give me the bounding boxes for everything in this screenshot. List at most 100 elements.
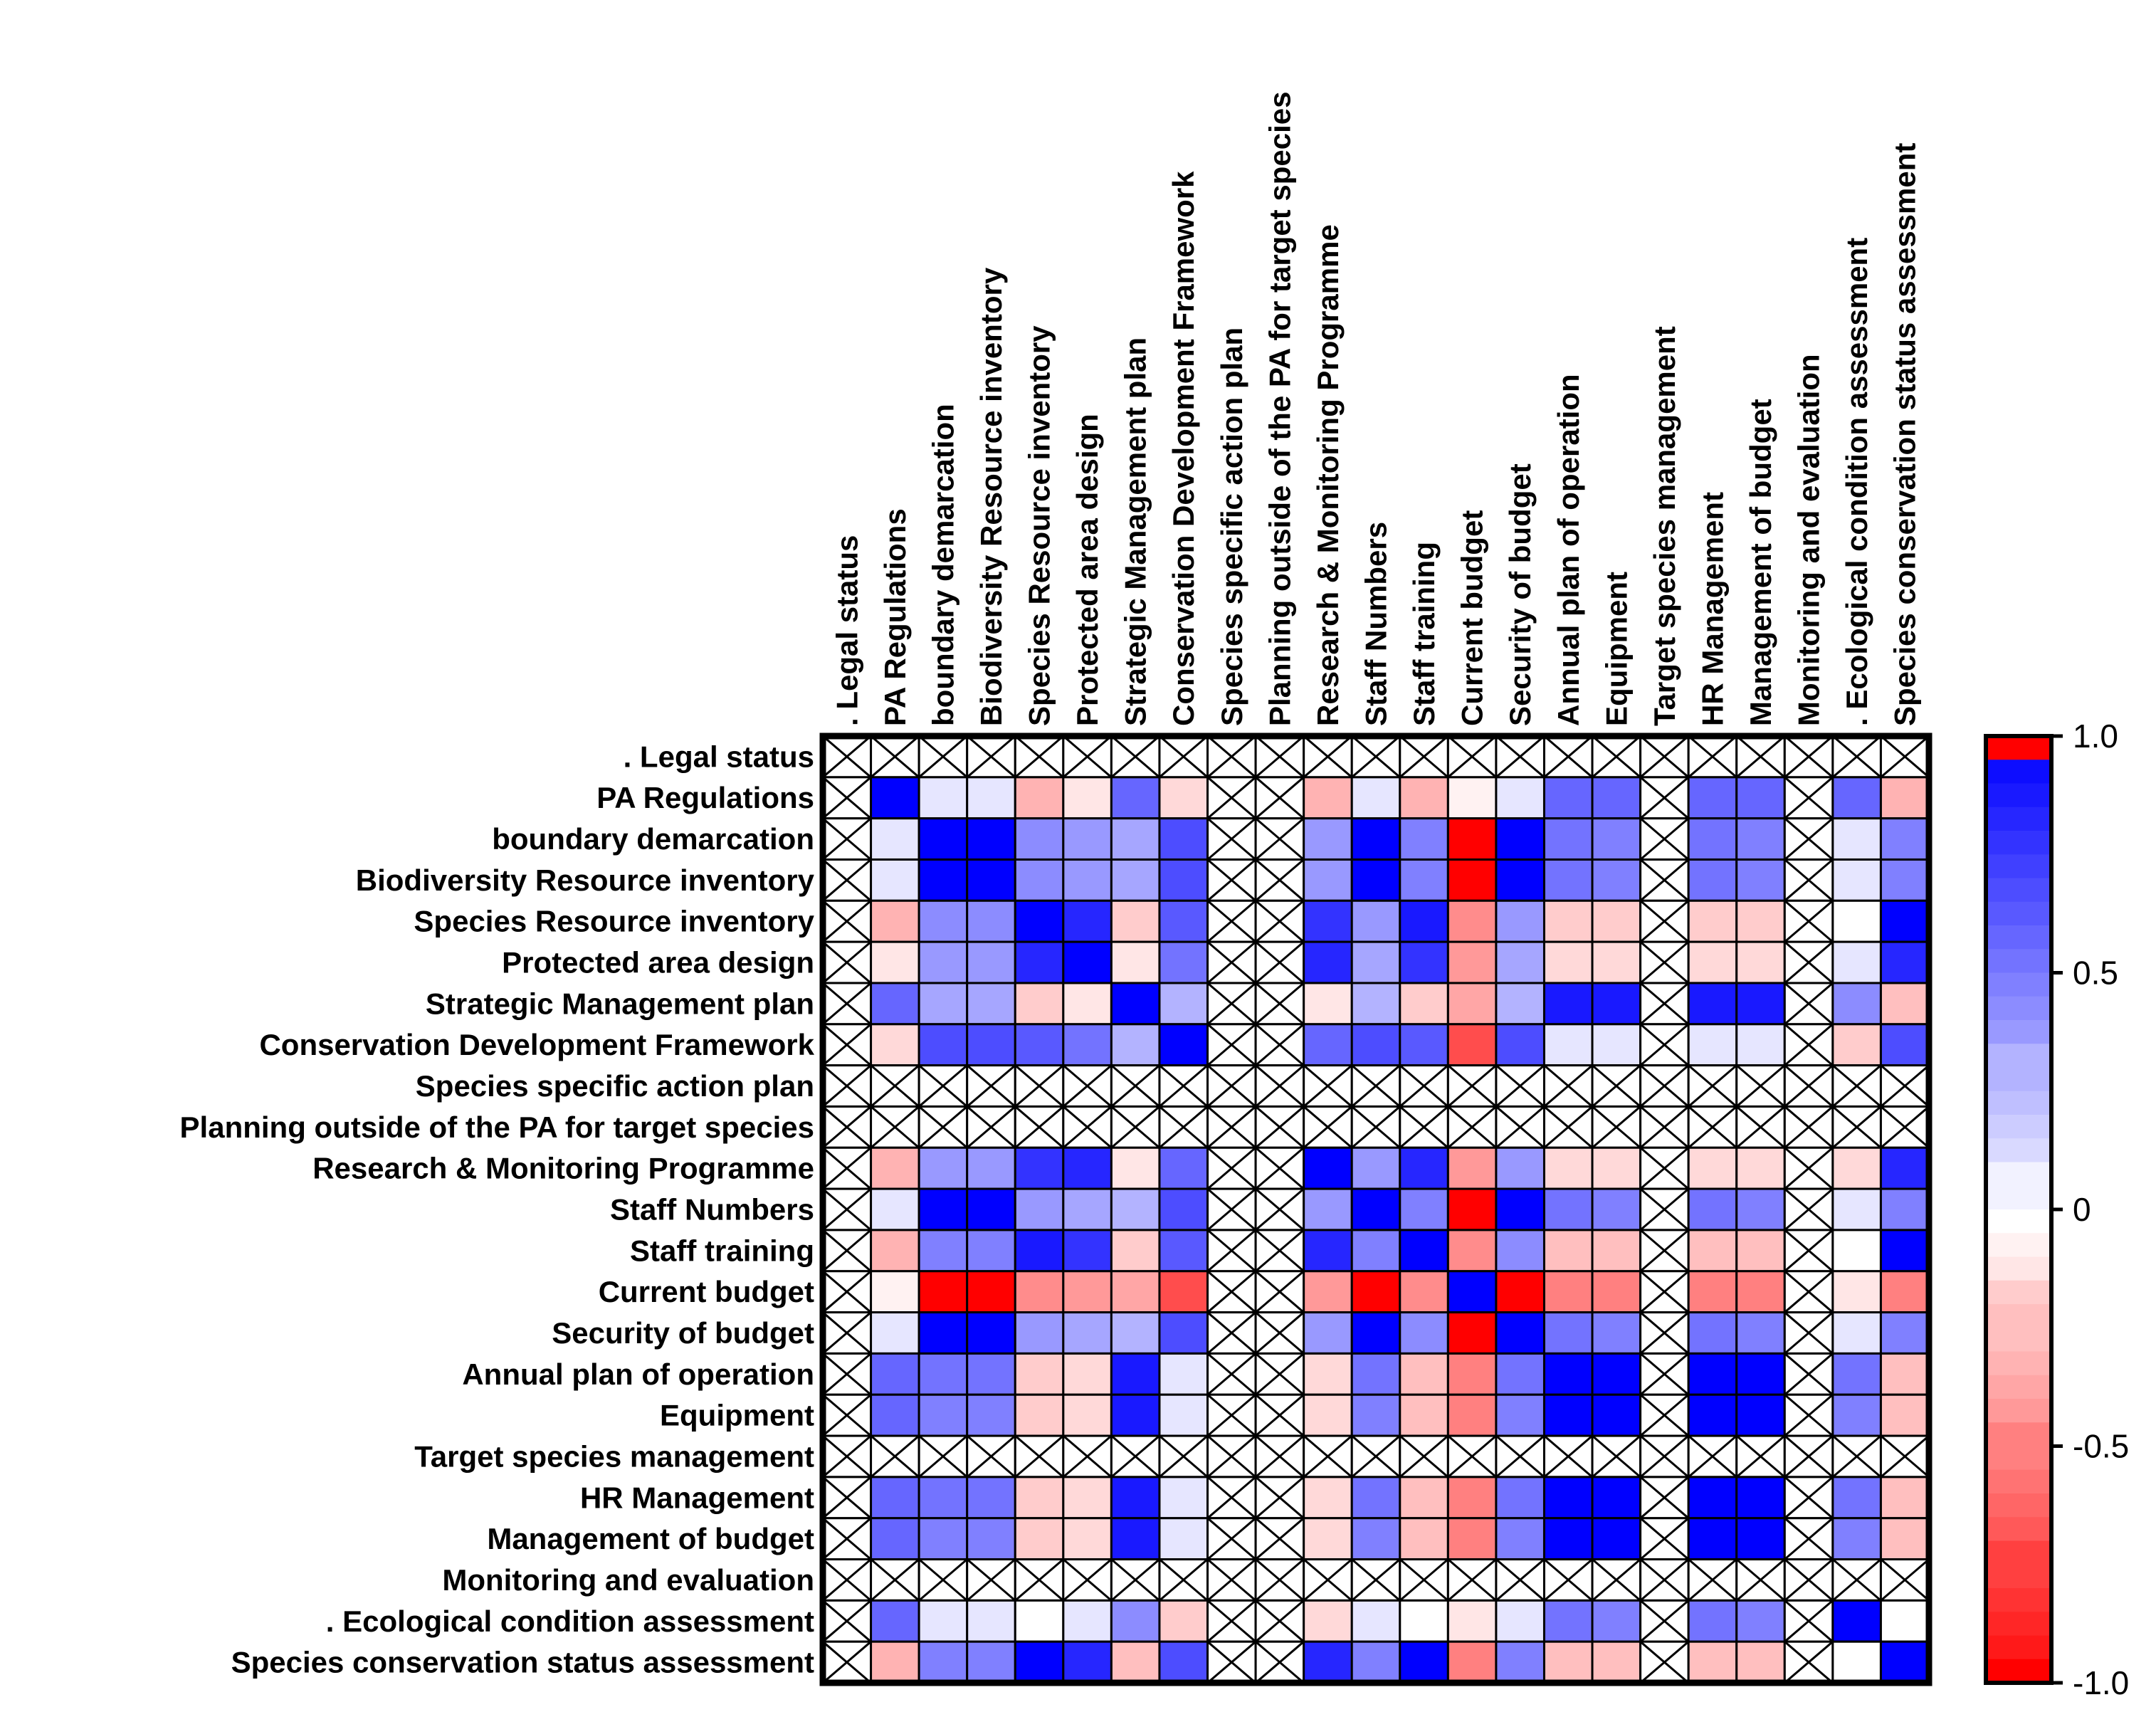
missing-cross — [1831, 1558, 1882, 1602]
heatmap-cell — [1014, 1393, 1065, 1437]
column-label: Security of budget — [1503, 463, 1537, 726]
missing-cross — [822, 776, 872, 819]
heatmap-cell — [1735, 1146, 1786, 1190]
heatmap-cell — [1158, 899, 1209, 943]
heatmap-cell — [1062, 1146, 1113, 1190]
colorbar-swatch — [1986, 1044, 2051, 1068]
heatmap-cell — [917, 858, 969, 902]
missing-cross — [1255, 1353, 1305, 1396]
heatmap-cell — [1350, 940, 1402, 984]
heatmap-cell — [1158, 1599, 1209, 1643]
heatmap-cell — [1687, 1146, 1738, 1190]
heatmap-cell — [1879, 1434, 1930, 1479]
heatmap-cell — [1446, 858, 1498, 902]
heatmap-cell — [821, 1517, 873, 1561]
heatmap-cell — [1014, 1064, 1065, 1108]
column-label: Equipment — [1599, 572, 1633, 726]
heatmap-cell — [1735, 776, 1786, 820]
missing-cross — [822, 1517, 872, 1560]
heatmap-cell — [1399, 899, 1449, 943]
heatmap-cell — [1014, 1434, 1065, 1479]
heatmap-cell — [1399, 776, 1449, 820]
missing-cross — [1255, 1106, 1305, 1149]
heatmap-cell — [1879, 735, 1930, 779]
heatmap-cell — [1783, 1476, 1834, 1520]
heatmap-cell — [1206, 1476, 1257, 1520]
column-label: Planning outside of the PA for target sp… — [1263, 92, 1296, 726]
column-label: Protected area design — [1071, 414, 1104, 726]
heatmap-cell — [821, 817, 873, 861]
missing-cross — [1639, 900, 1690, 943]
heatmap-cell — [1879, 1599, 1930, 1643]
heatmap-cell — [1350, 1270, 1402, 1314]
heatmap-cell — [1303, 817, 1353, 861]
missing-cross — [1784, 1229, 1834, 1272]
missing-cross — [1784, 858, 1834, 902]
heatmap-cell — [1831, 735, 1882, 779]
heatmap-cell — [870, 776, 920, 820]
heatmap-cell — [870, 1393, 920, 1437]
missing-cross — [1303, 735, 1353, 778]
heatmap-cell — [821, 776, 873, 820]
missing-cross — [1062, 1434, 1113, 1479]
missing-cross — [966, 1106, 1016, 1149]
heatmap-cell — [1446, 1517, 1498, 1561]
missing-cross — [1255, 1270, 1305, 1313]
heatmap-cell — [1542, 735, 1594, 779]
missing-cross — [822, 1106, 872, 1149]
heatmap-cell — [1831, 1640, 1882, 1684]
heatmap-cell — [1446, 1393, 1498, 1437]
missing-cross — [870, 1064, 920, 1108]
missing-cross — [918, 1106, 968, 1149]
heatmap-cell — [1158, 1558, 1209, 1602]
colorbar-swatch — [1986, 736, 2051, 760]
heatmap-cell — [917, 1476, 969, 1520]
heatmap-cell — [1303, 1187, 1353, 1232]
heatmap-cell — [1110, 735, 1161, 779]
heatmap-cell — [966, 1517, 1016, 1561]
heatmap-cell — [1831, 1434, 1882, 1479]
heatmap-cell — [966, 735, 1016, 779]
missing-cross — [1495, 1558, 1545, 1602]
heatmap-cell — [1062, 735, 1113, 779]
missing-cross — [822, 1147, 872, 1190]
heatmap-cell — [1158, 1146, 1209, 1190]
colorbar-swatch — [1986, 783, 2051, 808]
heatmap-cell — [1879, 982, 1930, 1026]
missing-cross — [870, 735, 920, 778]
heatmap-cell — [821, 1146, 873, 1190]
heatmap-cell — [1831, 940, 1882, 984]
missing-cross — [1784, 900, 1834, 943]
colorbar-swatch — [1986, 1304, 2051, 1328]
missing-cross — [822, 1476, 872, 1519]
heatmap-cell — [1350, 1352, 1402, 1396]
heatmap-cell — [1591, 1476, 1642, 1520]
colorbar-swatch — [1986, 901, 2051, 926]
missing-cross — [1784, 776, 1834, 819]
heatmap-cell — [1399, 1352, 1449, 1396]
heatmap-cell — [1158, 1064, 1209, 1108]
heatmap-cell — [1014, 776, 1065, 820]
heatmap-cell — [1735, 1352, 1786, 1396]
heatmap-cell — [1446, 899, 1498, 943]
heatmap-cell — [1591, 1146, 1642, 1190]
heatmap-cell — [1446, 1064, 1498, 1108]
heatmap-cell — [1399, 1640, 1449, 1684]
heatmap-cell — [821, 1599, 873, 1643]
heatmap-cell — [1254, 817, 1305, 861]
heatmap-cell — [870, 1311, 920, 1355]
colorbar-swatch — [1986, 760, 2051, 784]
missing-cross — [1639, 817, 1690, 861]
row-label: Annual plan of operation — [462, 1357, 814, 1391]
missing-cross — [822, 940, 872, 984]
column-label: Species specific action plan — [1215, 327, 1248, 726]
missing-cross — [1639, 1558, 1690, 1602]
missing-cross — [1688, 1434, 1737, 1479]
missing-cross — [1831, 1434, 1882, 1479]
heatmap-cell — [821, 982, 873, 1026]
heatmap-cell — [870, 1599, 920, 1643]
heatmap-cell — [1687, 1640, 1738, 1684]
missing-cross — [1110, 1558, 1160, 1602]
row-label: Monitoring and evaluation — [442, 1563, 814, 1597]
missing-cross — [1639, 735, 1690, 778]
